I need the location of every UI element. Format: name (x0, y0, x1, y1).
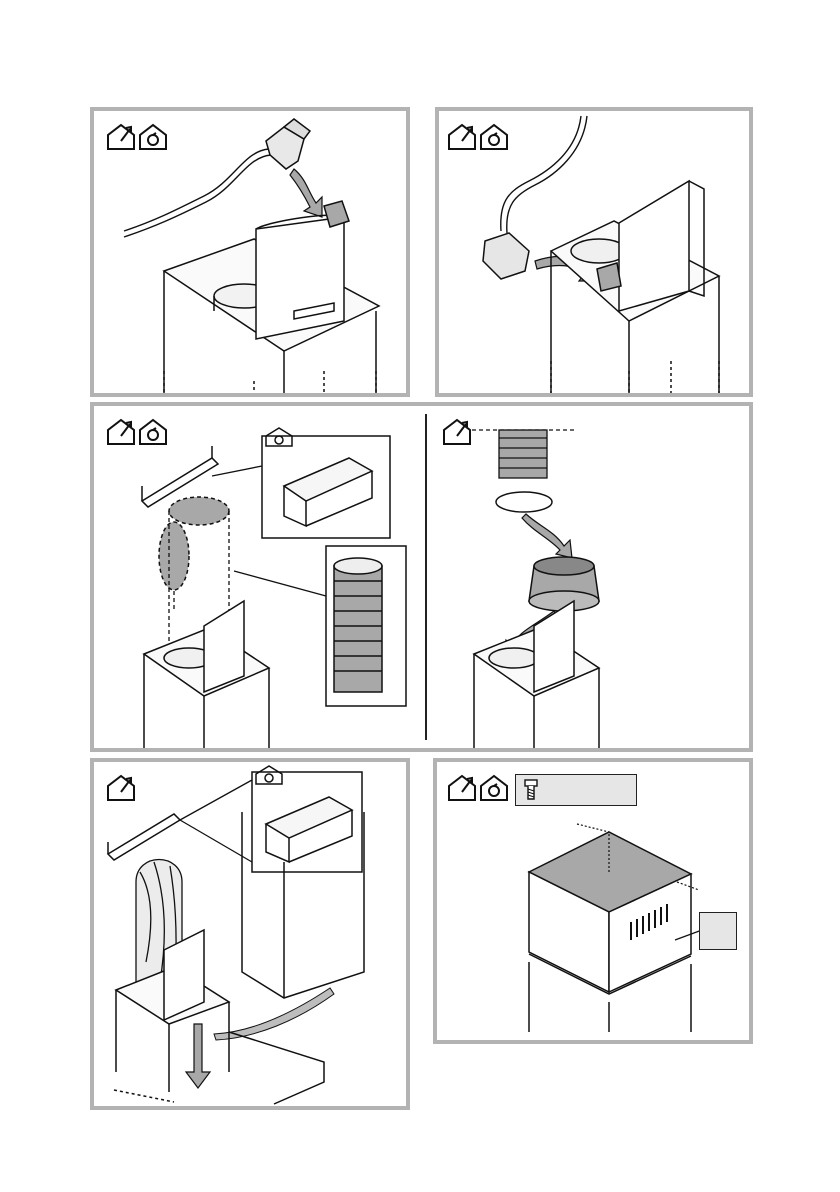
panel-duct-installation (90, 402, 753, 752)
house-exhaust-icon (108, 776, 134, 800)
plug-connection-illustration (439, 111, 749, 393)
callout-lines (180, 780, 252, 862)
house-recirculation-icon (481, 776, 507, 800)
flexible-duct (499, 430, 547, 478)
house-recirculation-icon (140, 420, 166, 444)
panel-chimney-cover (433, 758, 753, 1044)
inset-box-flexible-duct (326, 546, 406, 706)
wall-bracket (108, 814, 180, 860)
house-exhaust-icon (108, 420, 134, 444)
hood-dashed-legs (551, 361, 719, 393)
plug (483, 233, 529, 279)
power-cable (501, 116, 587, 233)
plug (266, 119, 310, 169)
plug-insertion-illustration (94, 111, 406, 393)
house-exhaust-icon (444, 420, 470, 444)
duct-outlet-side (159, 522, 189, 590)
hood-body (144, 601, 269, 748)
callout-line-inset (212, 466, 262, 476)
house-recirculation-icon (140, 125, 166, 149)
inset-box-recirculation (262, 428, 390, 538)
panel-plug-connection (435, 107, 753, 397)
clamp-arrow (522, 514, 572, 558)
power-cable (124, 149, 271, 237)
exhaust-chimney-illustration (94, 762, 406, 1106)
house-exhaust-icon (449, 776, 475, 800)
chimney-cover (529, 832, 691, 1032)
hood-body (551, 181, 719, 393)
hood-body (116, 930, 229, 1092)
panel-exhaust-chimney (90, 758, 410, 1110)
house-exhaust-icon (108, 125, 134, 149)
hood-body (164, 201, 379, 393)
duct-options-illustration (94, 406, 749, 748)
house-exhaust-icon (449, 125, 475, 149)
insert-arrow (290, 169, 322, 217)
hose-clamp (496, 492, 552, 512)
side-label-box (699, 912, 737, 950)
duct-adapter (529, 557, 599, 611)
panel-plug-insertion (90, 107, 410, 397)
down-arrow (186, 1024, 210, 1088)
screw-icon (524, 779, 538, 801)
ceiling-plate (114, 1032, 324, 1104)
hood-dashed-legs (164, 371, 376, 393)
screw-info-box (515, 774, 637, 806)
house-recirculation-icon (481, 125, 507, 149)
inset-box-recirculation (252, 766, 362, 872)
duct-outlet-top (169, 497, 229, 525)
callout-line-duct (234, 571, 326, 596)
